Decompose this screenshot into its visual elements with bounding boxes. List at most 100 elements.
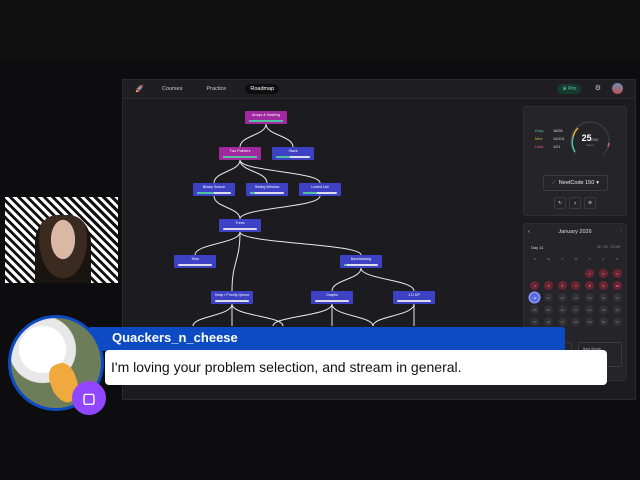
calendar-day[interactable]: 13: [557, 293, 567, 302]
roadmap-edge: [265, 123, 294, 148]
node-label: Linked List: [311, 185, 329, 189]
roadmap-edge: [239, 231, 362, 256]
calendar-day[interactable]: 26: [544, 317, 554, 326]
prev-month-icon[interactable]: ‹: [528, 229, 530, 235]
roadmap-edge: [372, 303, 415, 327]
node-progress-bar: [276, 156, 310, 158]
solved-count: 25: [581, 133, 592, 143]
day-counter: Day 11: [531, 245, 544, 250]
chevron-down-icon: ▾: [596, 180, 600, 186]
calendar-day[interactable]: 9: [598, 281, 608, 290]
roadmap-node[interactable]: Arrays & Hashing: [245, 111, 287, 124]
roadmap-node[interactable]: Binary Search: [193, 183, 235, 196]
node-progress-bar: [197, 192, 231, 194]
roadmap-edge: [272, 303, 333, 327]
weekday-label: F: [602, 257, 605, 261]
roadmap-node[interactable]: Two Pointers: [219, 147, 261, 160]
calendar-day[interactable]: 30: [598, 317, 608, 326]
calendar-day[interactable]: 20: [557, 305, 567, 314]
nav-practice[interactable]: Practice: [206, 86, 227, 92]
calendar-day[interactable]: 18: [530, 305, 540, 314]
twitch-icon: ▢: [72, 381, 106, 415]
medium-label: Med: [535, 137, 543, 141]
rocket-logo-icon[interactable]: 🚀: [135, 86, 144, 93]
roadmap-edge: [213, 195, 241, 220]
chat-message: I'm loving your problem selection, and s…: [105, 350, 607, 385]
calendar-day[interactable]: 6: [557, 281, 567, 290]
calendar-day[interactable]: 11: [530, 293, 540, 302]
progress-ring: 25/150 Solved: [568, 119, 612, 163]
help-icon[interactable]: ?: [569, 197, 581, 209]
roadmap-node[interactable]: 1-D DP: [393, 291, 435, 304]
node-label: Graphs: [326, 293, 338, 297]
calendar-day[interactable]: 29: [585, 317, 595, 326]
roadmap-edge: [331, 303, 374, 327]
roadmap-node[interactable]: Stack: [272, 147, 314, 160]
calendar-day[interactable]: 15: [585, 293, 595, 302]
node-label: Tries: [191, 257, 199, 261]
calendar-day[interactable]: 17: [612, 293, 622, 302]
weekday-label: M: [547, 257, 550, 261]
node-label: Arrays & Hashing: [252, 113, 280, 117]
time-left: 05 : 05 : 23 left: [596, 245, 620, 249]
list-icon: ⟋: [551, 179, 556, 186]
weekday-label: W: [574, 257, 578, 261]
calendar-day[interactable]: 4: [530, 281, 540, 290]
chat-username: Quackers_n_cheese: [88, 327, 565, 351]
roadmap-node[interactable]: Heap / Priority Queue: [211, 291, 253, 304]
pro-button[interactable]: ♛ Pro: [557, 84, 581, 94]
nav-roadmap[interactable]: Roadmap: [245, 84, 280, 94]
nav-courses[interactable]: Courses: [162, 86, 183, 92]
medium-count: 14/101: [553, 137, 565, 141]
calendar-day[interactable]: 10: [612, 281, 622, 290]
node-label: Heap / Priority Queue: [214, 293, 250, 297]
calendar-day[interactable]: 2: [598, 269, 608, 278]
roadmap-node[interactable]: Linked List: [299, 183, 341, 196]
calendar-day[interactable]: 14: [571, 293, 581, 302]
settings-icon[interactable]: ⚙: [584, 197, 596, 209]
roadmap-node[interactable]: Graphs: [311, 291, 353, 304]
calendar-day[interactable]: 8: [585, 281, 595, 290]
calendar-day[interactable]: 23: [598, 305, 608, 314]
calendar-day[interactable]: 19: [544, 305, 554, 314]
roadmap-node[interactable]: Trees: [219, 219, 261, 232]
calendar-day[interactable]: 22: [585, 305, 595, 314]
calendar-day[interactable]: 31: [612, 317, 622, 326]
roadmap-node[interactable]: Backtracking: [340, 255, 382, 268]
node-label: Sliding Window: [254, 185, 280, 189]
node-progress-bar: [250, 192, 284, 194]
calendar-day[interactable]: 16: [598, 293, 608, 302]
calendar-day[interactable]: 25: [530, 317, 540, 326]
node-progress-bar: [223, 228, 257, 230]
calendar-day[interactable]: 28: [571, 317, 581, 326]
user-avatar[interactable]: [612, 83, 623, 94]
easy-count: 16/28: [553, 129, 563, 133]
calendar-day[interactable]: 5: [544, 281, 554, 290]
calendar-day[interactable]: 24: [612, 305, 622, 314]
roadmap-edge: [231, 303, 284, 327]
weekday-label: T: [561, 257, 564, 261]
node-progress-bar: [249, 120, 283, 122]
roadmap-edge: [239, 195, 321, 220]
roadmap-edge: [194, 231, 241, 256]
calendar-month: January 2026: [558, 229, 592, 235]
calendar-day[interactable]: 21: [571, 305, 581, 314]
calendar-day[interactable]: 27: [557, 317, 567, 326]
roadmap-edge: [239, 159, 321, 184]
problem-list-dropdown[interactable]: ⟋ NeetCode 150 ▾: [543, 175, 608, 191]
list-name: NeetCode 150: [558, 180, 595, 186]
next-month-icon[interactable]: ›: [620, 229, 622, 235]
node-label: Backtracking: [350, 257, 372, 261]
calendar-day[interactable]: 3: [612, 269, 622, 278]
refresh-icon[interactable]: ↻: [554, 197, 566, 209]
gear-icon[interactable]: ⚙: [594, 85, 601, 92]
calendar-day[interactable]: 7: [571, 281, 581, 290]
best-streak-label: Best Streak: [583, 347, 602, 351]
hard-label: Hard: [535, 145, 544, 149]
calendar-day[interactable]: 1: [585, 269, 595, 278]
roadmap-node[interactable]: Sliding Window: [246, 183, 288, 196]
roadmap-node[interactable]: Tries: [174, 255, 216, 268]
calendar-day[interactable]: 12: [544, 293, 554, 302]
